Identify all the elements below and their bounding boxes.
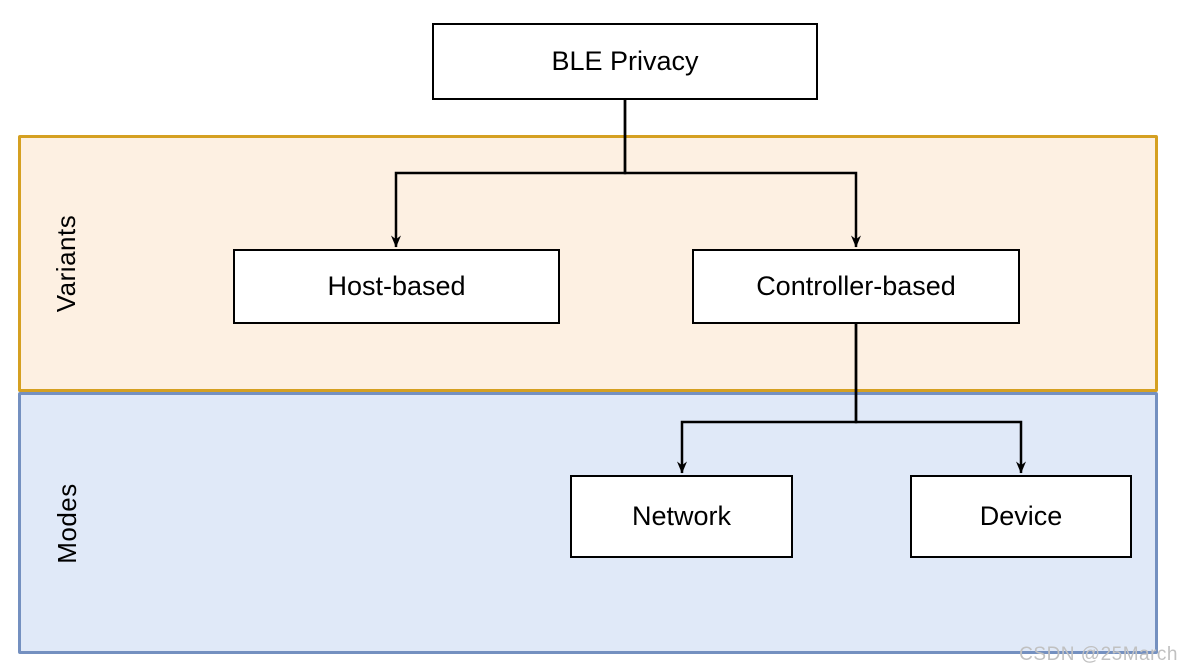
node-controller-based: Controller-based	[692, 249, 1020, 324]
node-device: Device	[910, 475, 1132, 558]
watermark: CSDN @25March	[1019, 644, 1178, 665]
node-host-based: Host-based	[233, 249, 560, 324]
modes-band-label-area: Modes	[21, 395, 113, 651]
variants-band-label: Variants	[51, 214, 82, 313]
node-ble-privacy-label: BLE Privacy	[551, 46, 699, 76]
node-network: Network	[570, 475, 793, 558]
node-controller-based-label: Controller-based	[756, 271, 956, 301]
node-ble-privacy: BLE Privacy	[432, 23, 818, 100]
variants-band-label-area: Variants	[21, 138, 113, 389]
node-network-label: Network	[631, 501, 732, 531]
node-host-based-label: Host-based	[327, 271, 466, 301]
modes-band-label: Modes	[51, 482, 82, 564]
node-device-label: Device	[979, 501, 1063, 531]
